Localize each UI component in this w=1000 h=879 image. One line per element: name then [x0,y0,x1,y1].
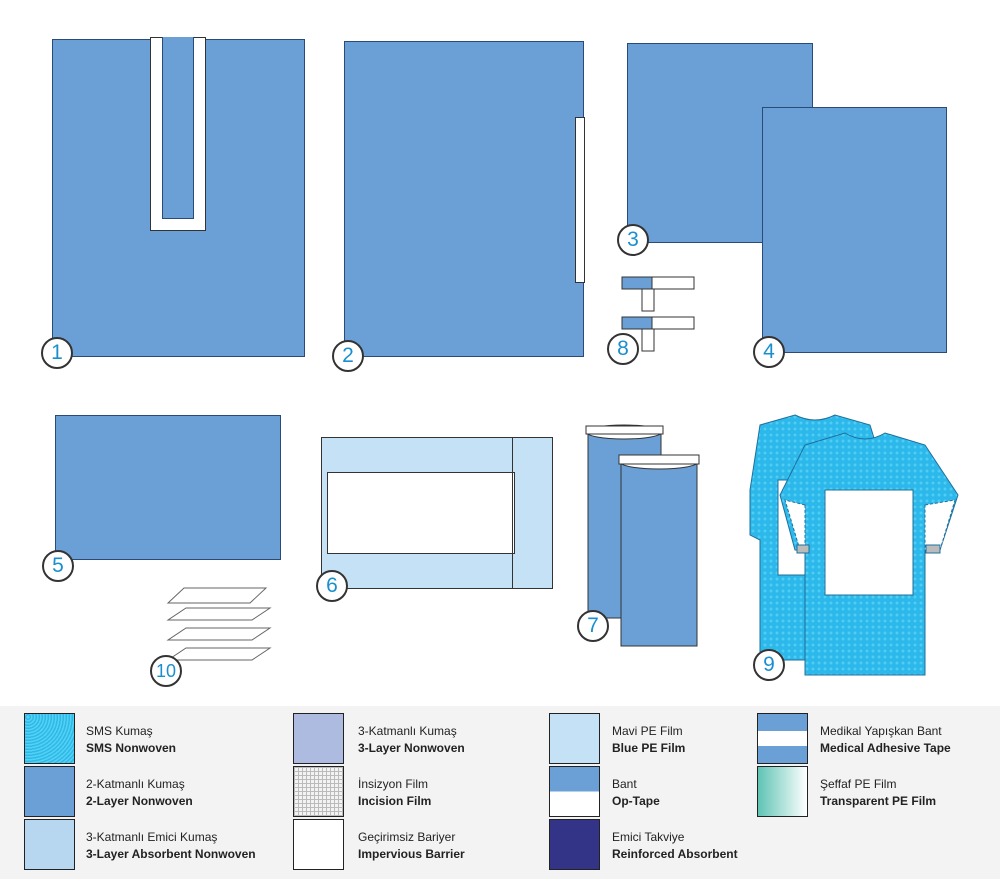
swatch-2layer [24,766,75,817]
gowns-9 [749,414,959,676]
item-number-3: 3 [617,224,649,256]
swatch-reinforced [549,819,600,870]
u-slot-opening [162,37,194,219]
item-number-10: 10 [150,655,182,687]
swatch-sms [24,713,75,764]
item-number-7: 7 [577,610,609,642]
mayo-end-panel [512,437,513,589]
item-number-1: 1 [41,337,73,369]
item-number-4: 4 [753,336,785,368]
mayo-white-area [327,472,515,554]
item-number-8: 8 [607,333,639,365]
item-number-6: 6 [316,570,348,602]
swatch-impervious [293,819,344,870]
item-number-2: 2 [332,340,364,372]
drape-2-tape [575,117,585,283]
drape-5 [55,415,281,560]
towels-10 [166,587,272,661]
cylinders-7 [585,424,700,647]
tape-8 [621,276,695,352]
swatch-incision [293,766,344,817]
swatch-blue-pe [549,713,600,764]
swatch-3layer-absorbent [24,819,75,870]
swatch-3layer [293,713,344,764]
swatch-transparent-pe [757,766,808,817]
item-number-5: 5 [42,550,74,582]
drape-4 [762,107,947,353]
drape-2-side [344,41,584,357]
swatch-adhesive-tape [757,713,808,764]
swatch-op-tape [549,766,600,817]
drawings [166,276,959,676]
item-number-9: 9 [753,649,785,681]
